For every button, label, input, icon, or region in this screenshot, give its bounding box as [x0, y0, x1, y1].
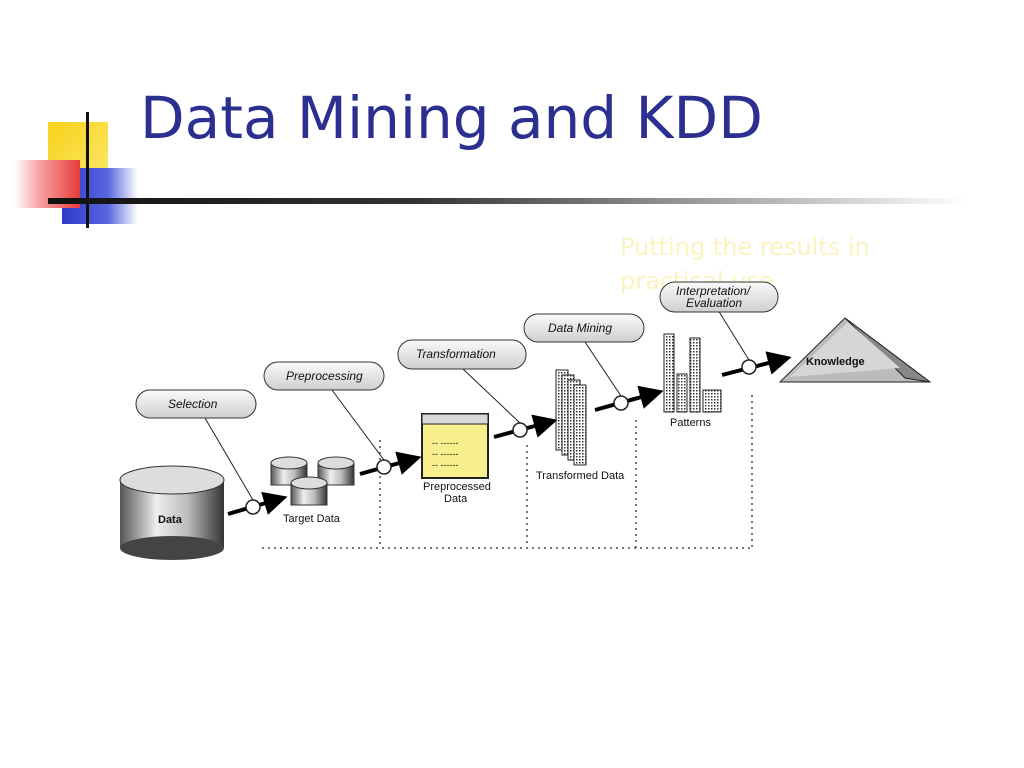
- transformed-data-stack-icon: [555, 369, 587, 466]
- pill-connectors: [204, 309, 750, 501]
- target-data-cylinders-icon: [270, 456, 355, 506]
- stage-label-transformed-data: Transformed Data: [536, 470, 625, 482]
- stage-label-data: Data: [158, 514, 183, 526]
- stage-label-target-data: Target Data: [283, 513, 341, 525]
- step-pill-selection: Selection: [135, 389, 257, 419]
- slide-title: Data Mining and KDD: [140, 84, 763, 152]
- preprocessed-data-document-icon: -- ------ -- ------ -- ------: [421, 413, 489, 479]
- stage-label-knowledge: Knowledge: [806, 356, 865, 368]
- svg-text:Transformation: Transformation: [416, 347, 496, 361]
- svg-text:Data Mining: Data Mining: [548, 321, 612, 335]
- svg-text:Evaluation: Evaluation: [686, 296, 742, 310]
- data-cylinder-icon: [119, 465, 225, 560]
- step-pill-data-mining: Data Mining: [523, 313, 645, 343]
- stage-label-preprocessed-data-2: Data: [444, 493, 468, 505]
- feedback-loop: [262, 395, 753, 549]
- stage-label-patterns: Patterns: [670, 417, 711, 429]
- svg-text:Preprocessing: Preprocessing: [286, 369, 363, 383]
- title-underline: [48, 198, 968, 204]
- faint-note-text: Putting the results in practical use: [620, 233, 870, 295]
- deco-vertical-line: [86, 112, 89, 228]
- svg-text:Selection: Selection: [168, 397, 218, 411]
- svg-text:-- ------: -- ------: [432, 460, 458, 470]
- svg-text:-- ------: -- ------: [432, 438, 458, 448]
- step-pill-interpretation: Interpretation/ Evaluation: [659, 281, 779, 313]
- stage-label-preprocessed-data: Preprocessed: [423, 481, 491, 493]
- svg-text:Interpretation/: Interpretation/: [676, 284, 752, 298]
- svg-text:-- ------: -- ------: [432, 449, 458, 459]
- knowledge-pyramid-icon: [778, 317, 932, 383]
- step-pill-preprocessing: Preprocessing: [263, 361, 385, 391]
- patterns-bars-icon: [663, 333, 722, 413]
- step-pill-transformation: Transformation: [397, 339, 527, 370]
